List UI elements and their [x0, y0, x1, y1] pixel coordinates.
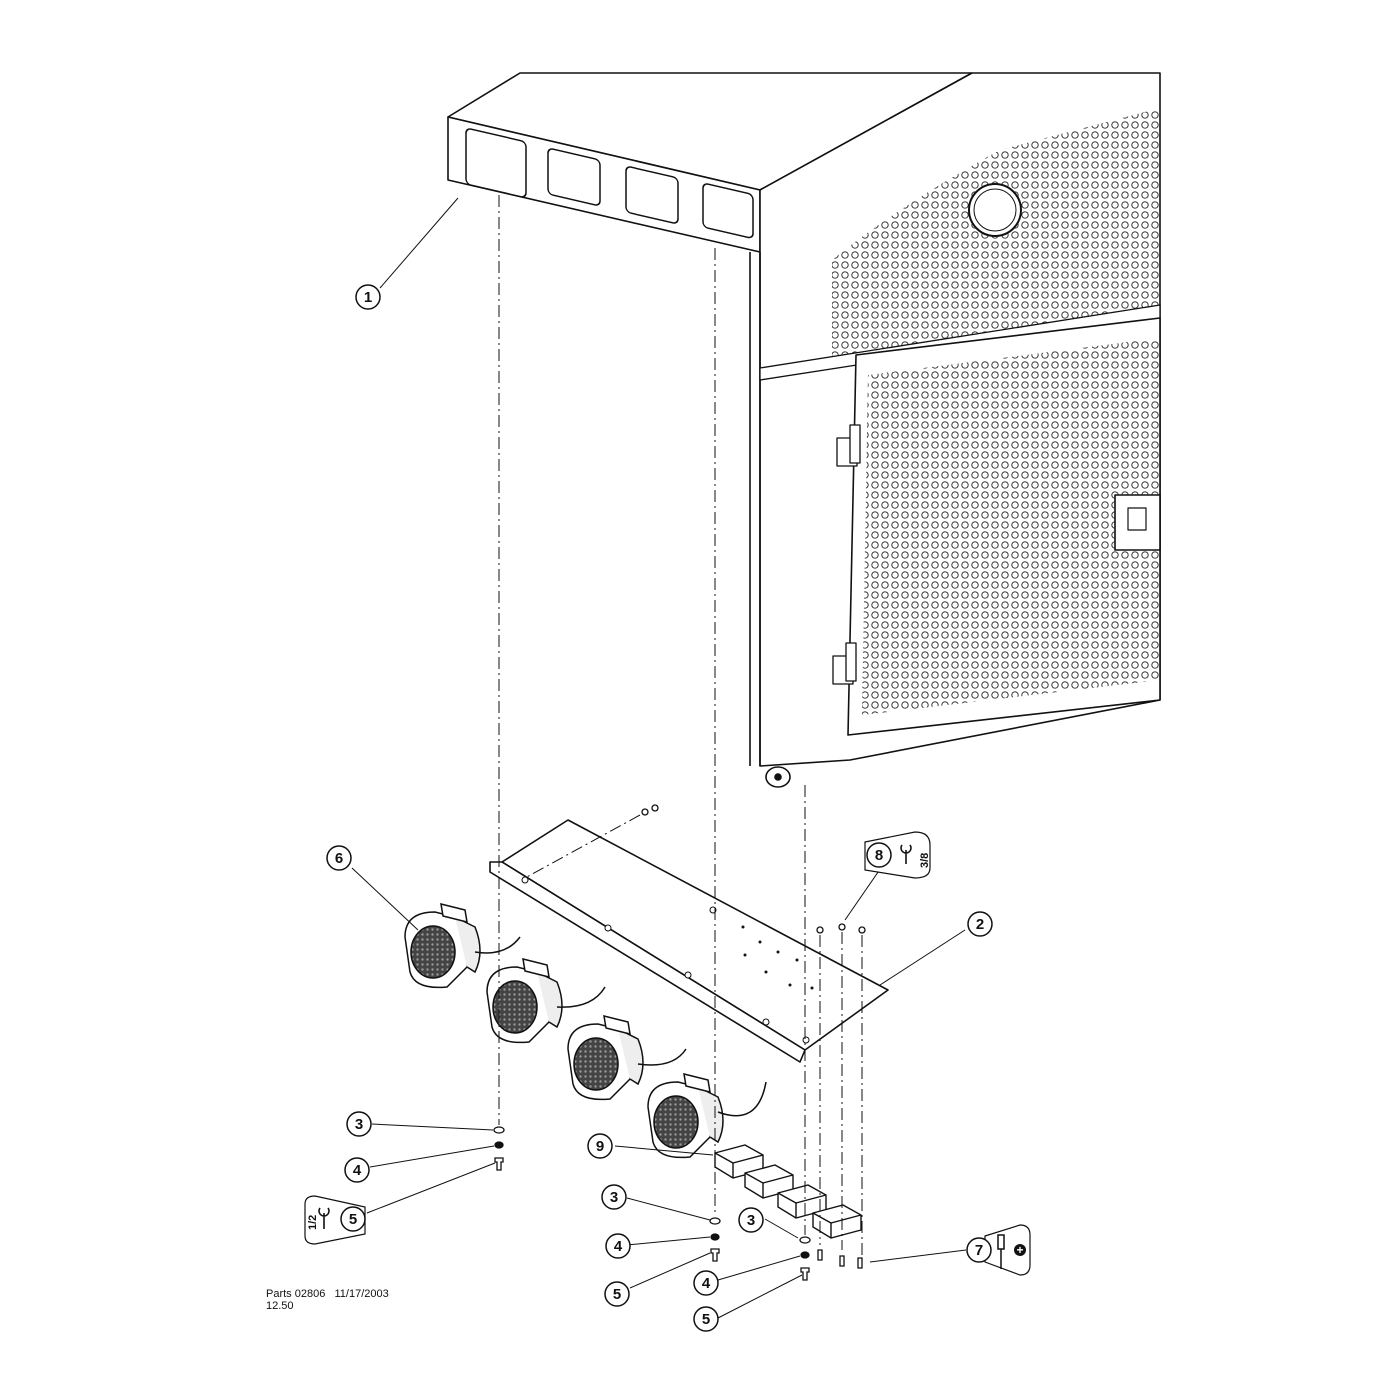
cabinet-assembly [447, 72, 1161, 788]
callout-4: 4 [693, 1270, 719, 1296]
parts-reference: Parts 02806 11/17/2003 [266, 1288, 389, 1300]
screw [817, 1249, 823, 1261]
lock-washer [710, 1233, 720, 1241]
speaker-unit [567, 1014, 687, 1101]
speaker-unit [486, 957, 606, 1044]
hardware [493, 804, 866, 1281]
nut [641, 808, 649, 816]
tool-tag-phillips-screwdriver: + [984, 1224, 1031, 1276]
callout-5: 5 [693, 1306, 719, 1332]
callout-4: 4 [344, 1157, 370, 1183]
door-latch [1114, 494, 1161, 551]
mounting-bracket [489, 819, 889, 1063]
leader-lines [351, 197, 967, 1319]
door-perforation [862, 338, 1160, 715]
header-openings [465, 128, 754, 239]
bolt [494, 1157, 504, 1171]
svg-text:5: 5 [349, 1211, 357, 1228]
callout-7: 7 [966, 1237, 992, 1263]
callout-5: 5 [340, 1206, 366, 1232]
header-opening [625, 166, 679, 224]
drawing-footer: Parts 02806 11/17/2003 12.50 [266, 1288, 389, 1312]
nut [858, 926, 866, 934]
amplifier-modules [714, 1144, 862, 1239]
screw [839, 1255, 845, 1267]
alignment-lines [498, 195, 863, 1255]
callout-4: 4 [605, 1233, 631, 1259]
phillips-symbol: + [1016, 1243, 1023, 1257]
washer [709, 1217, 721, 1225]
callout-1: 1 [355, 284, 381, 310]
wrench-size-label: 1/2 [307, 1215, 319, 1230]
svg-text:8: 8 [875, 847, 883, 864]
svg-text:1: 1 [364, 289, 372, 306]
svg-text:2: 2 [976, 916, 984, 933]
amplifier-module [812, 1204, 862, 1239]
callout-2: 2 [967, 911, 993, 937]
washer [799, 1236, 811, 1244]
callout-5: 5 [604, 1281, 630, 1307]
nut [838, 923, 846, 931]
svg-text:5: 5 [613, 1286, 621, 1303]
callout-6: 6 [326, 845, 352, 871]
svg-text:4: 4 [614, 1238, 623, 1255]
callout-8: 8 [866, 842, 892, 868]
speaker-unit [404, 902, 521, 989]
wrench-icon [900, 844, 912, 864]
svg-text:4: 4 [353, 1162, 362, 1179]
callout-bubbles: 1 2 3 4 5 6 7 8 9 3 4 5 3 4 5 [326, 284, 993, 1332]
callout-3: 3 [738, 1207, 764, 1233]
header-opening [465, 128, 527, 198]
lock-washer [800, 1251, 810, 1259]
screwdriver-icon [997, 1234, 1005, 1269]
amplifier-module [744, 1164, 794, 1199]
speaker-units [404, 902, 767, 1159]
wrench-icon [318, 1207, 330, 1229]
bolt [800, 1267, 810, 1281]
speaker-unit [647, 1072, 767, 1159]
section-number: 12.50 [266, 1300, 294, 1312]
svg-text:3: 3 [355, 1116, 363, 1133]
svg-text:9: 9 [596, 1138, 604, 1155]
header-opening [702, 183, 754, 239]
svg-text:3: 3 [610, 1189, 618, 1206]
svg-text:7: 7 [975, 1242, 983, 1259]
round-vent-port [968, 183, 1022, 237]
svg-text:4: 4 [702, 1275, 711, 1292]
nut [651, 804, 659, 812]
screw [857, 1257, 863, 1269]
nut [816, 926, 824, 934]
callout-9: 9 [587, 1133, 613, 1159]
washer [493, 1126, 505, 1134]
lock-washer [494, 1141, 504, 1149]
callout-3: 3 [601, 1184, 627, 1210]
svg-text:5: 5 [702, 1311, 710, 1328]
svg-text:3: 3 [747, 1212, 755, 1229]
header-opening [547, 148, 601, 206]
bolt [710, 1248, 720, 1262]
callout-3: 3 [346, 1111, 372, 1137]
svg-text:6: 6 [335, 850, 343, 867]
wrench-size-label: 3/8 [919, 853, 931, 868]
